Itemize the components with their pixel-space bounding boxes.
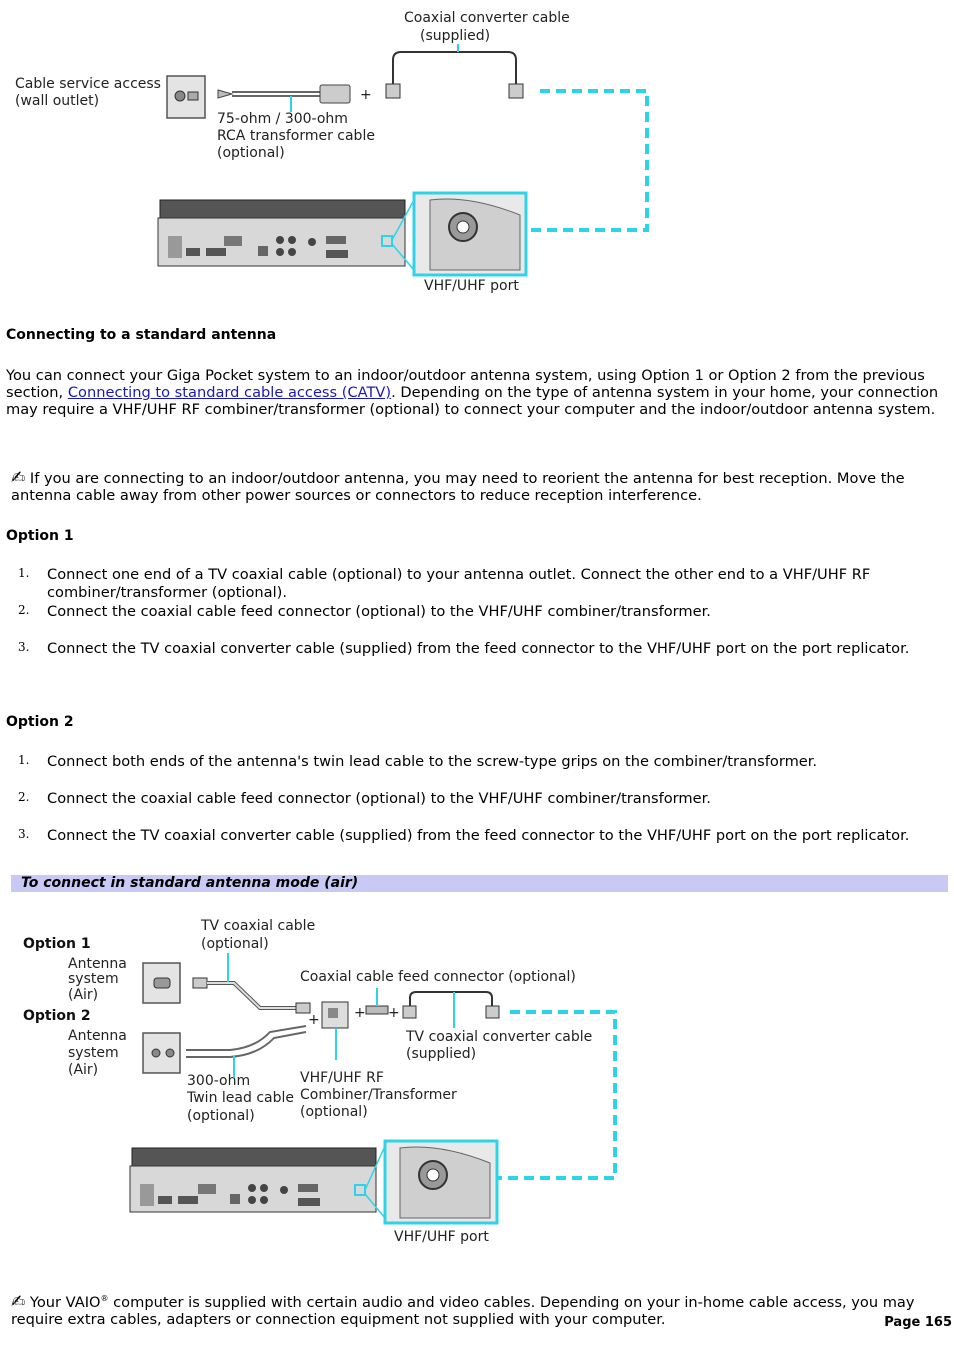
wall-outlet-icon	[166, 75, 206, 119]
port-replicator-icon	[157, 199, 406, 267]
footer-note-text-end: computer is supplied with certain audio …	[11, 1293, 915, 1328]
vhf-uhf-zoom-icon	[391, 191, 528, 277]
antenna-label-2c: (Air)	[68, 1062, 98, 1078]
tv-coax-label-1: TV coaxial cable	[200, 918, 315, 934]
vhf-uhf-port-label: VHF/UHF port	[424, 278, 519, 294]
step-number: 2.	[18, 603, 30, 617]
footer-note: ✍ Your VAIO® computer is supplied with c…	[11, 1290, 921, 1328]
twin-lead-label-1: 300-ohm	[187, 1073, 250, 1089]
list-item: 2. Connect the coaxial cable feed connect…	[0, 790, 940, 827]
note-text: If you are connecting to an indoor/outdo…	[11, 470, 905, 504]
antenna-label-1a: Antenna	[68, 956, 127, 972]
footer-note-text: Your VAIO	[25, 1293, 101, 1311]
twin-lead-label-2: Twin lead cable	[186, 1090, 294, 1106]
coax-converter-label-2: (supplied)	[420, 28, 490, 44]
twin-lead-cable-icon	[186, 1025, 307, 1078]
option2-steps: 1. Connect both ends of the antenna's twi…	[0, 753, 940, 864]
transformer-label-2: RCA transformer cable	[217, 128, 375, 144]
option2-heading: Option 2	[6, 714, 74, 730]
list-item: 2. Connect the coaxial cable feed connect…	[0, 603, 940, 640]
step-text: Connect one end of a TV coaxial cable (o…	[47, 566, 871, 601]
feed-connector-label: Coaxial cable feed connector (optional)	[300, 969, 576, 985]
vhf-uhf-zoom-icon	[364, 1139, 499, 1225]
tv-coax-cable-icon	[192, 953, 311, 1014]
step-text: Connect both ends of the antenna's twin …	[47, 753, 818, 770]
step-text: Connect the TV coaxial converter cable (…	[47, 827, 910, 844]
wall-outlet-label-2: (wall outlet)	[15, 93, 99, 109]
antenna-label-2a: Antenna	[68, 1028, 127, 1044]
twin-lead-label-3: (optional)	[187, 1108, 255, 1124]
antenna-outlet-icon	[142, 962, 181, 1004]
wall-outlet-label-1: Cable service access	[15, 76, 161, 92]
plus-sign: +	[360, 87, 372, 103]
transformer-label-1: 75-ohm / 300-ohm	[217, 111, 348, 127]
antenna-label-1c: (Air)	[68, 987, 98, 1003]
registered-mark: ®	[100, 1294, 109, 1303]
antenna-label-2b: system	[68, 1045, 119, 1061]
tv-converter-cable-icon	[402, 991, 500, 1028]
tv-coax-label-2: (optional)	[201, 936, 269, 952]
step-text: Connect the coaxial cable feed connector…	[47, 790, 711, 807]
combiner-label-1: VHF/UHF RF	[300, 1070, 384, 1086]
intro-text-end: . Depending on the type of antenna syste…	[6, 384, 939, 418]
plus-sign: +	[388, 1005, 400, 1021]
connection-path-dashed	[500, 89, 649, 232]
step-text: Connect the coaxial cable feed connector…	[47, 603, 711, 620]
option1-label: Option 1	[23, 936, 91, 952]
combiner-label-3: (optional)	[300, 1104, 368, 1120]
plus-sign: +	[308, 1012, 320, 1028]
antenna-label-1b: system	[68, 971, 119, 987]
procedure-title: To connect in standard antenna mode (air…	[21, 875, 359, 891]
feed-connector-icon	[365, 988, 389, 1015]
pencil-note-icon: ✍	[11, 1291, 26, 1312]
port-replicator-icon	[129, 1147, 377, 1213]
combiner-label-2: Combiner/Transformer	[300, 1087, 457, 1103]
coax-converter-cable-icon	[385, 44, 524, 99]
step-number: 2.	[18, 790, 30, 804]
antenna-connection-diagram: Option 1 Option 2 Antenna system (Air) A…	[23, 918, 617, 1245]
option1-steps: 1. Connect one end of a TV coaxial cable …	[0, 566, 940, 677]
list-item: 3. Connect the TV coaxial converter cable…	[0, 827, 940, 864]
plus-sign: +	[354, 1005, 366, 1021]
list-item: 1. Connect one end of a TV coaxial cable …	[0, 566, 940, 603]
combiner-transformer-icon	[321, 1001, 349, 1060]
step-text: Connect the TV coaxial converter cable (…	[47, 640, 910, 657]
note-paragraph: ✍ If you are connecting to an indoor/out…	[11, 468, 941, 505]
antenna-outlet-icon	[142, 1032, 181, 1074]
list-item: 3. Connect the TV coaxial converter cable…	[0, 640, 940, 677]
vhf-uhf-port-label: VHF/UHF port	[394, 1229, 489, 1245]
cable-connection-diagram: Coaxial converter cable (supplied) Cable…	[15, 10, 649, 294]
catv-link[interactable]: Connecting to standard cable access (CAT…	[67, 384, 392, 401]
list-item: 1. Connect both ends of the antenna's twi…	[0, 753, 940, 790]
pencil-note-icon: ✍	[11, 468, 26, 488]
tv-converter-label-2: (supplied)	[406, 1046, 476, 1062]
transformer-cable-icon	[217, 84, 351, 112]
page-number: Page 165	[884, 1315, 952, 1330]
section-heading: Connecting to a standard antenna	[6, 327, 277, 343]
coax-converter-label-1: Coaxial converter cable	[404, 10, 570, 26]
option1-heading: Option 1	[6, 528, 74, 544]
step-number: 1.	[18, 753, 30, 767]
step-number: 3.	[18, 827, 30, 841]
intro-paragraph: You can connect your Giga Pocket system …	[6, 367, 946, 418]
tv-converter-label-1: TV coaxial converter cable	[405, 1029, 592, 1045]
intro-text: You can connect your Giga Pocket system …	[6, 367, 925, 401]
procedure-title-band: To connect in standard antenna mode (air…	[11, 875, 948, 892]
connection-path-dashed	[470, 1010, 617, 1180]
step-number: 3.	[18, 640, 30, 654]
option2-label: Option 2	[23, 1008, 91, 1024]
transformer-label-3: (optional)	[217, 145, 285, 161]
step-number: 1.	[18, 566, 30, 580]
